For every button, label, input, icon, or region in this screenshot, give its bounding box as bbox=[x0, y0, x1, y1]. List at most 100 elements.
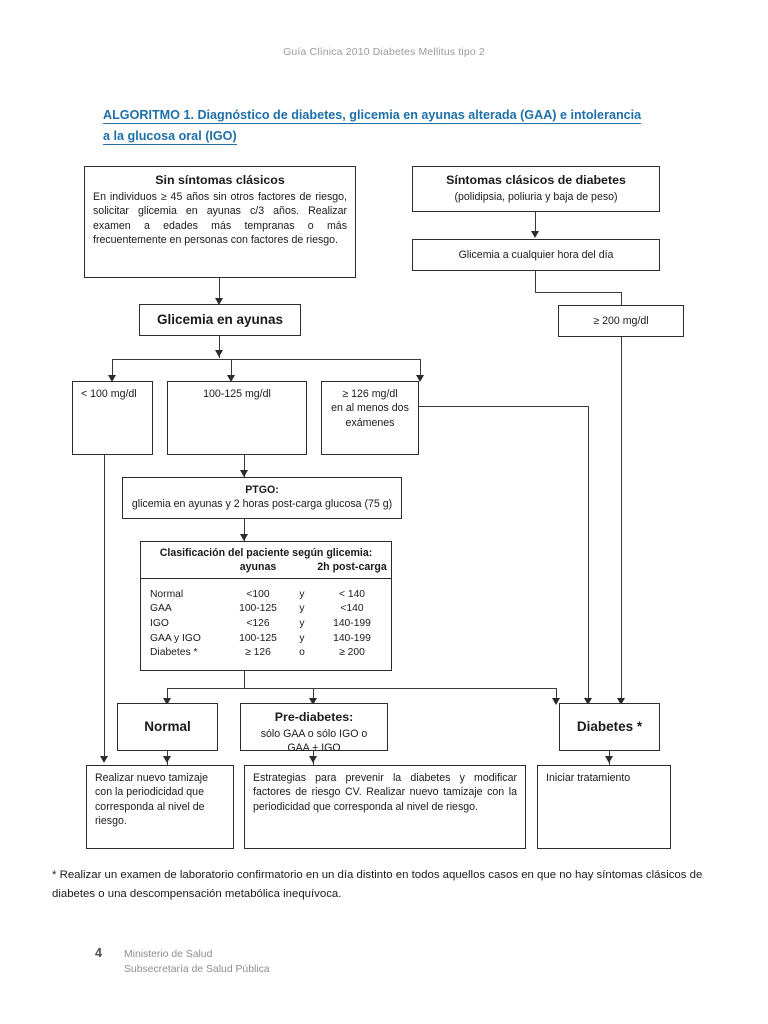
row-conj: o bbox=[299, 647, 305, 659]
arrowhead-diabetes-from-126 bbox=[584, 698, 592, 705]
arrowhead-branch-mid bbox=[227, 375, 235, 382]
box-no-symptoms-title: Sin síntomas clásicos bbox=[155, 173, 285, 187]
arrowhead-outcome-normal bbox=[163, 698, 171, 705]
arrowhead-action-diabetes bbox=[605, 756, 613, 763]
box-no-symptoms: Sin síntomas clásicos En individuos ≥ 45… bbox=[84, 166, 356, 278]
table-row: GAA y IGO 100-125 y 140-199 bbox=[141, 632, 391, 647]
arrowhead-branch-high bbox=[416, 375, 424, 382]
box-ptgo: PTGO: glicemia en ayunas y 2 horas post-… bbox=[122, 477, 402, 519]
classification-col-label bbox=[141, 560, 227, 574]
connector-high-down bbox=[588, 406, 590, 702]
table-row: IGO <126 y 140-199 bbox=[141, 617, 391, 632]
connector-split-mid bbox=[231, 359, 233, 378]
row-post: ≥ 200 bbox=[339, 647, 365, 659]
row-post: 140-199 bbox=[333, 618, 371, 629]
row-fasting: <126 bbox=[246, 618, 270, 629]
connector-anytime-right bbox=[535, 292, 622, 294]
box-classic-symptoms-title: Síntomas clásicos de diabetes bbox=[446, 173, 626, 187]
row-label: GAA bbox=[150, 603, 172, 615]
row-label: Normal bbox=[150, 588, 184, 600]
connector-to-threshold200 bbox=[621, 292, 623, 306]
connector-threshold200-to-diabetes bbox=[621, 337, 623, 702]
box-action-normal-label: Realizar nuevo tamizaje con la periodici… bbox=[95, 772, 209, 828]
box-threshold-200: ≥ 200 mg/dl bbox=[558, 305, 684, 337]
box-action-diabetes-label: Iniciar tratamiento bbox=[546, 772, 631, 784]
row-fasting: 100-125 bbox=[239, 603, 277, 615]
connector-ptgo-to-classification bbox=[244, 519, 246, 541]
box-classification: Clasificación del paciente según glicemi… bbox=[140, 541, 392, 671]
connector-mid-to-ptgo bbox=[244, 455, 246, 477]
row-post: 140-199 bbox=[333, 632, 371, 644]
box-any-time-glycemia: Glicemia a cualquier hora del día bbox=[412, 239, 660, 271]
table-row: GAA 100-125 y <140 bbox=[141, 602, 391, 617]
box-ptgo-body: glicemia en ayunas y 2 horas post-carga … bbox=[131, 498, 393, 511]
box-fasting-glycemia-label: Glicemia en ayunas bbox=[156, 311, 284, 327]
connector-anytime-down bbox=[535, 271, 537, 293]
box-branch-high-content: ≥ 126 mg/dl en al menos dos exámenes bbox=[322, 382, 418, 435]
row-conj: y bbox=[299, 618, 305, 629]
footnote: * Realizar un examen de laboratorio conf… bbox=[52, 869, 703, 900]
box-threshold-200-label: ≥ 200 mg/dl bbox=[593, 314, 649, 327]
row-label: GAA y IGO bbox=[150, 632, 201, 644]
classification-rows: Normal <100 y < 140 GAA 100-125 y <140 I… bbox=[141, 579, 391, 661]
box-branch-high: ≥ 126 mg/dl en al menos dos exámenes bbox=[321, 381, 419, 455]
arrowhead-fasting bbox=[215, 298, 223, 305]
row-label: Diabetes * bbox=[150, 647, 198, 659]
box-outcome-prediabetes-line1: sólo GAA o sólo IGO o bbox=[260, 728, 368, 740]
algorithm-title-text: ALGORITMO 1. Diagnóstico de diabetes, gl… bbox=[103, 108, 642, 145]
connector-nosymptoms-down bbox=[219, 278, 221, 301]
row-post: < 140 bbox=[338, 588, 366, 600]
box-outcome-prediabetes-line2: GAA + IGO bbox=[287, 742, 341, 755]
classification-title: Clasificación del paciente según glicemi… bbox=[159, 547, 373, 559]
box-classic-symptoms-content: Síntomas clásicos de diabetes (polidipsi… bbox=[413, 167, 659, 209]
connector-symptoms-to-anytime bbox=[535, 212, 537, 234]
row-conj: y bbox=[299, 603, 305, 615]
arrowhead-branch-low bbox=[108, 375, 116, 382]
box-action-diabetes: Iniciar tratamiento bbox=[537, 765, 671, 849]
box-outcome-normal-label: Normal bbox=[144, 718, 191, 734]
connector-outcome-prediabetes bbox=[313, 688, 315, 702]
arrowhead-action-prediabetes bbox=[309, 756, 317, 763]
arrowhead-action-normal bbox=[163, 756, 171, 763]
box-no-symptoms-content: Sin síntomas clásicos En individuos ≥ 45… bbox=[85, 167, 355, 253]
box-branch-low-label: < 100 mg/dl bbox=[81, 388, 137, 400]
row-fasting: 100-125 bbox=[239, 632, 277, 644]
box-branch-low: < 100 mg/dl bbox=[72, 381, 153, 455]
box-action-normal: Realizar nuevo tamizaje con la periodici… bbox=[86, 765, 234, 849]
connector-low-bypass bbox=[104, 455, 106, 760]
connector-fasting-down bbox=[219, 336, 221, 358]
box-action-prediabetes: Estrategias para prevenir la diabetes y … bbox=[244, 765, 526, 849]
connector-split-bus bbox=[112, 359, 421, 361]
box-ptgo-title: PTGO: bbox=[245, 484, 279, 496]
connector-high-right bbox=[419, 406, 589, 408]
arrowhead-classification bbox=[240, 534, 248, 541]
box-outcome-prediabetes: Pre-diabetes: sólo GAA o sólo IGO o GAA … bbox=[240, 703, 388, 754]
arrowhead-split-center bbox=[215, 350, 223, 357]
box-action-prediabetes-label: Estrategias para prevenir la diabetes y … bbox=[253, 772, 517, 813]
arrowhead-action-normal-bypass bbox=[100, 756, 108, 763]
box-classic-symptoms: Síntomas clásicos de diabetes (polidipsi… bbox=[412, 166, 660, 212]
row-fasting: ≥ 126 bbox=[245, 647, 271, 659]
table-row: Diabetes * ≥ 126 o ≥ 200 bbox=[141, 646, 391, 661]
box-branch-high-line2: en al menos dos bbox=[331, 402, 409, 415]
algorithm-title: ALGORITMO 1. Diagnóstico de diabetes, gl… bbox=[103, 105, 643, 147]
row-label: IGO bbox=[150, 618, 169, 629]
classification-col-fasting: ayunas bbox=[239, 561, 277, 574]
connector-classification-down bbox=[244, 671, 246, 689]
box-classic-symptoms-subtitle: (polidipsia, poliuria y baja de peso) bbox=[454, 191, 618, 203]
running-head: Guía Clínica 2010 Diabetes Mellitus tipo… bbox=[283, 46, 485, 58]
box-branch-mid-label: 100-125 mg/dl bbox=[203, 388, 271, 400]
box-outcome-prediabetes-content: Pre-diabetes: sólo GAA o sólo IGO o GAA … bbox=[241, 704, 387, 761]
box-outcome-diabetes-label: Diabetes * bbox=[576, 718, 643, 734]
box-outcome-prediabetes-title: Pre-diabetes: bbox=[274, 710, 354, 724]
connector-outcome-normal bbox=[167, 688, 169, 702]
arrowhead-anytime bbox=[531, 231, 539, 238]
box-any-time-glycemia-label: Glicemia a cualquier hora del día bbox=[458, 248, 614, 261]
row-conj: y bbox=[299, 632, 305, 644]
connector-split-right bbox=[420, 359, 422, 378]
page-number: 4 bbox=[95, 946, 102, 960]
box-branch-mid: 100-125 mg/dl bbox=[167, 381, 307, 455]
row-conj: y bbox=[299, 588, 305, 600]
arrowhead-ptgo bbox=[240, 470, 248, 477]
classification-col-conj bbox=[289, 560, 315, 574]
